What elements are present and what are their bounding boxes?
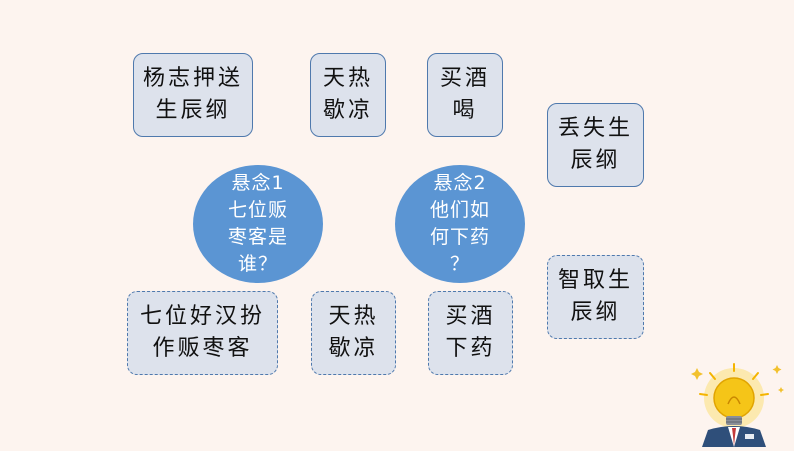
suspense-circle-1: 悬念1 七位贩 枣客是 谁？ xyxy=(193,165,323,283)
plot-box-text: 七位好汉扮 作贩枣客 xyxy=(139,304,265,361)
plot-box-hot-rest-2: 天热 歇凉 xyxy=(311,291,396,375)
plot-box-buy-wine-drug: 买酒 下药 xyxy=(428,291,513,375)
plot-box-seven-heroes: 七位好汉扮 作贩枣客 xyxy=(127,291,278,375)
plot-box-seize-birthday-gifts: 智取生 辰纲 xyxy=(547,255,644,339)
plot-box-lose-birthday-gifts: 丢失生 辰纲 xyxy=(547,103,644,187)
plot-box-text: 智取生 辰纲 xyxy=(557,268,633,325)
plot-box-hot-rest: 天热 歇凉 xyxy=(310,53,386,137)
plot-box-text: 丢失生 辰纲 xyxy=(557,116,633,173)
lightbulb-head-mascot-icon xyxy=(688,360,794,447)
plot-box-text: 天热 歇凉 xyxy=(328,304,379,361)
plot-box-text: 买酒 下药 xyxy=(445,304,496,361)
plot-box-text: 杨志押送 生辰纲 xyxy=(142,66,243,123)
plot-box-text: 天热 歇凉 xyxy=(322,66,373,123)
suspense-circle-text: 悬念2 他们如 何下药 ？ xyxy=(429,172,490,275)
plot-box-buy-wine-drink: 买酒 喝 xyxy=(427,53,503,137)
plot-box-text: 买酒 喝 xyxy=(439,66,490,123)
suspense-circle-2: 悬念2 他们如 何下药 ？ xyxy=(395,165,525,283)
suspense-circle-text: 悬念1 七位贩 枣客是 谁？ xyxy=(227,172,288,275)
plot-box-yangzhi-escort: 杨志押送 生辰纲 xyxy=(133,53,253,137)
